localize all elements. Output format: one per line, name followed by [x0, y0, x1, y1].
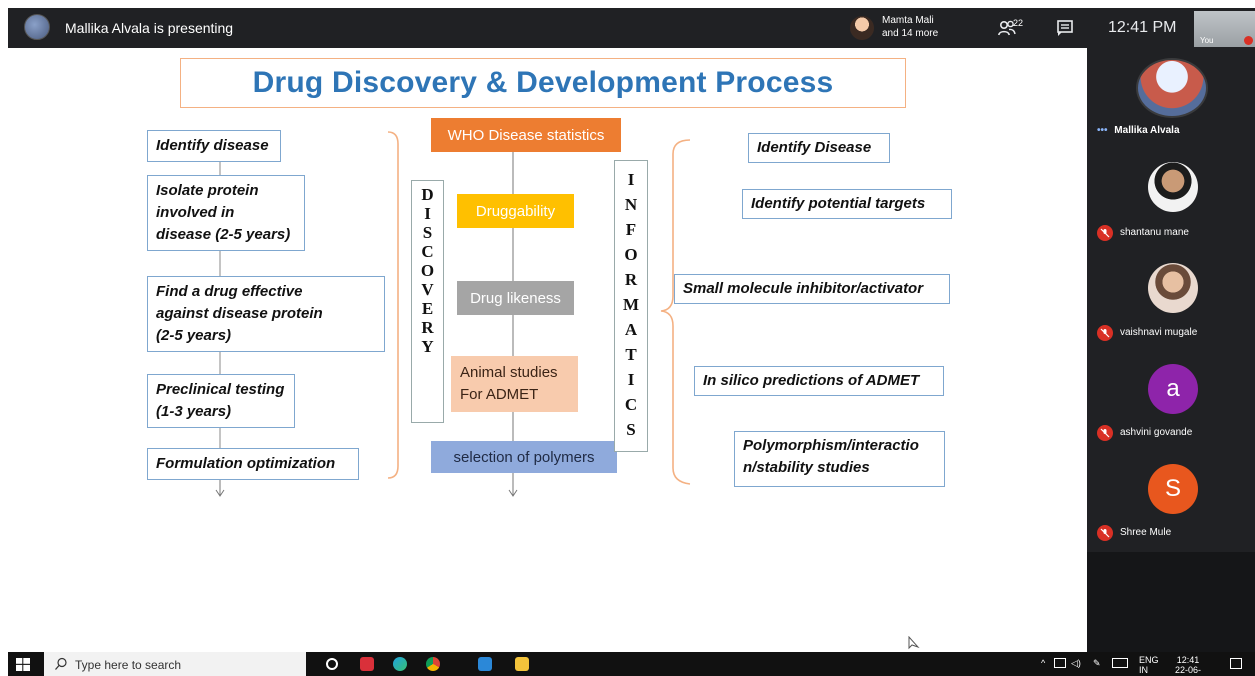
mic-off-icon [1097, 425, 1113, 441]
speaker-photo[interactable] [1136, 58, 1208, 118]
edge-icon[interactable] [393, 657, 407, 671]
slide-title: Drug Discovery & Development Process [252, 66, 834, 99]
participant-name: shantanu mane [1120, 227, 1189, 238]
drug-likeness-box: Drug likeness [457, 281, 574, 315]
viewers-label[interactable]: Mamta Mali and 14 more [882, 14, 938, 40]
participant-avatar[interactable] [1148, 263, 1198, 313]
people-icon[interactable] [998, 19, 1020, 37]
app-icon[interactable] [478, 657, 492, 671]
meeting-clock: 12:41 PM [1108, 19, 1177, 36]
participant-avatar[interactable]: a [1148, 364, 1198, 414]
presenter-avatar [24, 14, 50, 40]
step-formulation: Formulation optimization [147, 448, 359, 480]
participants-panel-footer [1087, 552, 1255, 652]
participant-name: ashvini govande [1120, 427, 1193, 438]
taskbar-search[interactable]: Type here to search [44, 652, 306, 676]
participant-name: Shree Mule [1120, 527, 1172, 538]
speaking-label: ••• Mallika Alvala [1097, 125, 1180, 136]
chat-icon[interactable] [1056, 19, 1074, 37]
info-potential-targets: Identify potential targets [742, 189, 952, 219]
animal-studies-box: Animal studies For ADMET [451, 356, 578, 412]
viewer-avatar [850, 16, 874, 40]
viewers-line-1: Mamta Mali [882, 15, 934, 26]
presenting-label: Mallika Alvala is presenting [65, 20, 234, 36]
participant-name: vaishnavi mugale [1120, 327, 1198, 338]
keyboard-icon[interactable] [1112, 658, 1128, 668]
notifications-icon[interactable] [1230, 658, 1242, 669]
mic-off-icon [1097, 525, 1113, 541]
presentation-slide: Drug Discovery & Development Process Ide… [8, 48, 1087, 652]
who-statistics-box: WHO Disease statistics [431, 118, 621, 152]
step-find-drug: Find a drug effective against disease pr… [147, 276, 385, 352]
druggability-box: Druggability [457, 194, 574, 228]
windows-taskbar: Type here to search ^ ◁) ✎ ENG IN 12:41 … [8, 652, 1255, 676]
task-view-icon[interactable] [326, 658, 338, 670]
speaking-dots-icon: ••• [1097, 125, 1108, 136]
chrome-icon[interactable] [426, 657, 440, 671]
step-isolate-protein: Isolate protein involved in disease (2-5… [147, 175, 305, 251]
taskbar-clock[interactable]: 12:41 22-06-2020 [1174, 655, 1201, 676]
polymers-box: selection of polymers [431, 441, 617, 473]
viewers-line-2: and 14 more [882, 28, 939, 39]
volume-icon[interactable]: ◁) [1071, 658, 1081, 668]
step-preclinical: Preclinical testing (1-3 years) [147, 374, 295, 428]
info-polymorphism: Polymorphism/interactio n/stability stud… [734, 431, 945, 487]
meeting-top-bar: Mallika Alvala is presenting Mamta Mali … [8, 8, 1255, 48]
info-identify-disease: Identify Disease [748, 133, 890, 163]
mic-off-icon [1097, 225, 1113, 241]
pen-icon[interactable]: ✎ [1093, 658, 1101, 668]
mic-off-icon [1097, 325, 1113, 341]
participant-avatar[interactable]: S [1148, 464, 1198, 514]
self-video-tile[interactable]: You [1194, 11, 1255, 47]
info-insilico-admet: In silico predictions of ADMET [694, 366, 944, 396]
network-icon[interactable] [1054, 658, 1066, 668]
self-label: You [1200, 36, 1214, 45]
slide-title-box: Drug Discovery & Development Process [180, 58, 906, 108]
app-icon[interactable] [360, 657, 374, 671]
participant-avatar[interactable] [1148, 162, 1198, 212]
self-mic-off-icon [1244, 36, 1253, 45]
cursor-icon [908, 636, 920, 650]
language-indicator[interactable]: ENG IN [1139, 655, 1159, 675]
people-count: 22 [1013, 18, 1024, 28]
search-placeholder: Type here to search [75, 658, 182, 672]
info-small-molecule: Small molecule inhibitor/activator [674, 274, 950, 304]
tray-chevron-icon[interactable]: ^ [1041, 658, 1046, 668]
search-icon [55, 657, 67, 670]
discovery-label: D I S C O V E R Y [411, 180, 444, 423]
file-explorer-icon[interactable] [515, 657, 529, 671]
informatics-label: I N F O R M A T I C S [614, 160, 648, 452]
step-identify-disease: Identify disease [147, 130, 281, 162]
windows-start-icon[interactable] [16, 658, 30, 671]
